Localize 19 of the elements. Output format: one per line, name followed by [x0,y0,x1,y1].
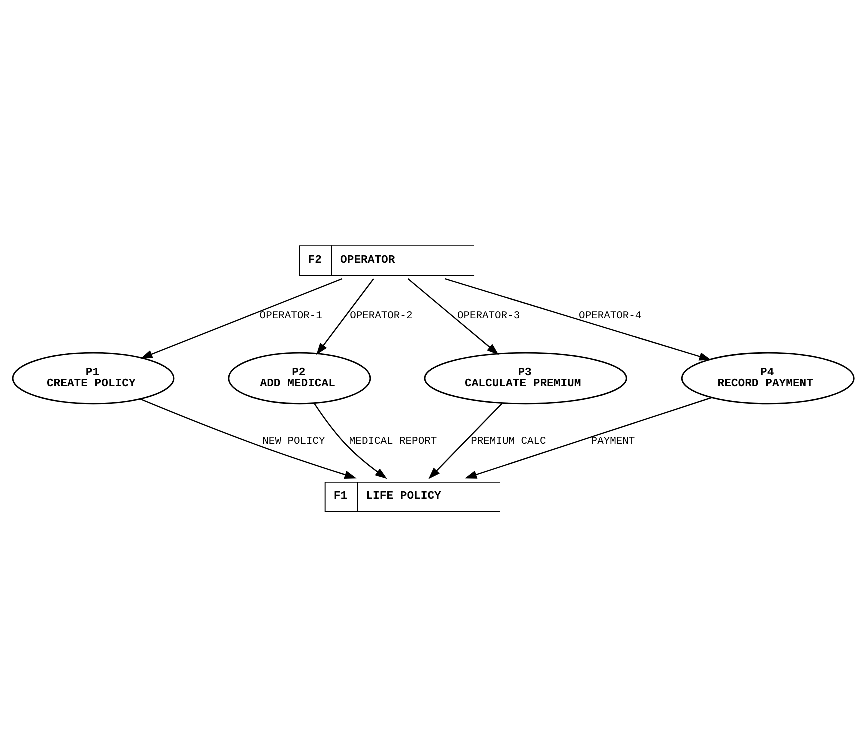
edge-label: MEDICAL REPORT [349,435,438,448]
node-ellipse: P1 CREATE POLICY [12,352,175,404]
edge-label: PAYMENT [591,435,636,448]
arrow [444,278,712,360]
arrow [428,402,503,479]
edge-label: OPERATOR-1 [260,310,322,322]
arrow [408,278,500,355]
node-ellipse: P2 ADD MEDICAL [228,352,372,404]
arrow [140,278,343,358]
arrow [140,398,357,478]
edge-label: NEW POLICY [262,435,326,448]
edge-label: OPERATOR-4 [579,310,642,322]
arrow [316,278,374,355]
arrow [314,402,388,479]
node-ellipse: P3 CALCULATE PREMIUM [424,352,628,404]
arrow [464,396,712,478]
edge-label: OPERATOR-2 [350,310,413,322]
edge-label: PREMIUM CALC [471,435,546,448]
edge-label: OPERATOR-3 [457,310,520,322]
